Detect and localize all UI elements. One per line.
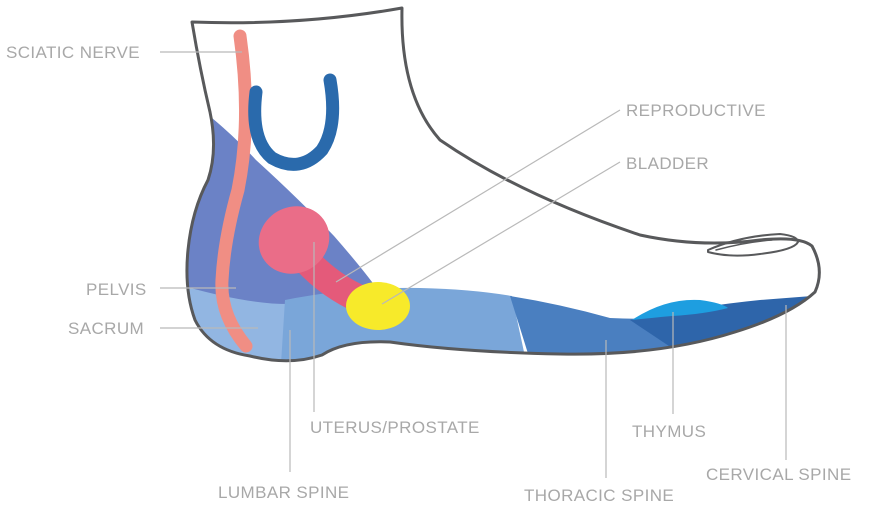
bladder-zone	[346, 282, 410, 330]
label-thymus: THYMUS	[632, 422, 706, 441]
label-pelvis: PELVIS	[86, 280, 147, 299]
toe-nail-outline	[708, 234, 798, 256]
label-sciatic-nerve: SCIATIC NERVE	[6, 43, 140, 62]
cervical-zone	[630, 296, 830, 360]
label-uterus-prostate: UTERUS/PROSTATE	[310, 418, 480, 437]
label-thoracic-spine: THORACIC SPINE	[524, 486, 674, 505]
label-reproductive: REPRODUCTIVE	[626, 101, 766, 120]
label-lumbar-spine: LUMBAR SPINE	[218, 483, 349, 502]
label-bladder: BLADDER	[626, 154, 709, 173]
leader-reproductive	[336, 110, 620, 282]
label-cervical-spine: CERVICAL SPINE	[706, 465, 851, 484]
hook-shape	[255, 80, 333, 164]
label-sacrum: SACRUM	[68, 319, 144, 338]
